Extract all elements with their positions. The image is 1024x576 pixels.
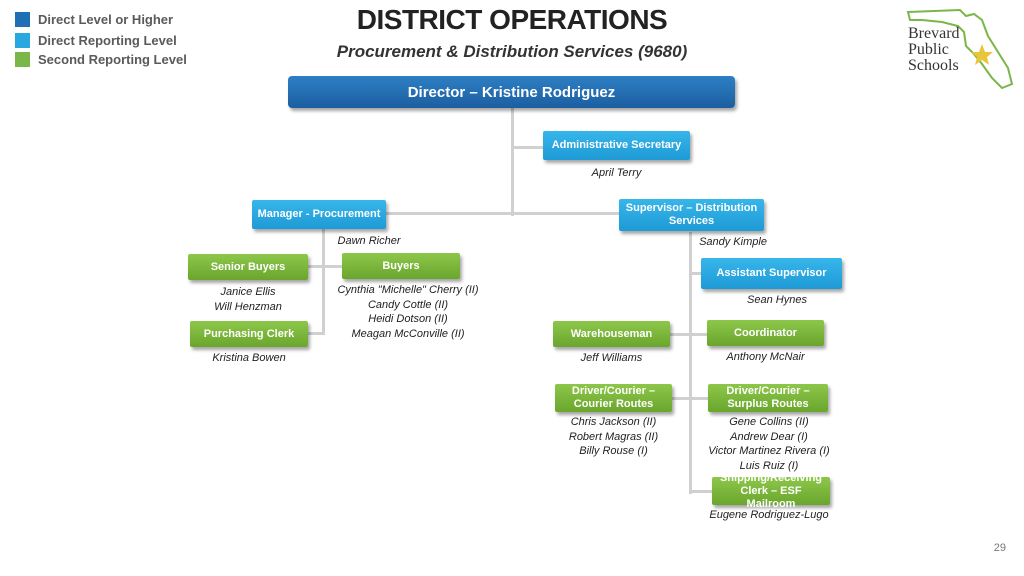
brevard-logo: Brevard Public Schools xyxy=(902,6,1018,92)
buyers-box: Buyers xyxy=(342,253,460,279)
purchasing-clerk-name: Kristina Bowen xyxy=(212,352,286,364)
person-name: Victor Martinez Rivera (I) xyxy=(708,445,830,457)
person-name: Robert Magras (II) xyxy=(568,430,659,443)
admin-secretary-name: April Terry xyxy=(591,167,642,179)
connector-line xyxy=(386,212,620,215)
senior-buyers-box: Senior Buyers xyxy=(188,254,308,280)
driver-courier-routes-box: Driver/Courier – Courier Routes xyxy=(555,384,672,412)
legend-swatch xyxy=(15,11,30,27)
person-name: Billy Rouse (I) xyxy=(579,445,648,457)
person-name: Luis Ruiz (I) xyxy=(739,459,799,472)
connector-line xyxy=(308,332,324,335)
person-name: Meagan McConville (II) xyxy=(351,327,465,340)
driver-surplus-names: Gene Collins (II) Andrew Dear (I) Victor… xyxy=(698,415,840,473)
legend-item-second-reporting: Second Reporting Level xyxy=(15,51,187,67)
connector-line xyxy=(511,146,545,149)
legend-label: Direct Reporting Level xyxy=(38,32,177,48)
warehouseman-name: Jeff Williams xyxy=(580,352,643,364)
connector-line xyxy=(689,490,713,493)
manager-procurement-box: Manager - Procurement xyxy=(252,200,386,229)
logo-text: Schools xyxy=(908,57,959,74)
driver-surplus-routes-box: Driver/Courier – Surplus Routes xyxy=(708,384,828,412)
person-name: Chris Jackson (II) xyxy=(570,416,657,428)
person-name: Andrew Dear (I) xyxy=(730,430,808,443)
supervisor-distribution-name: Sandy Kimple xyxy=(699,236,767,248)
connector-line xyxy=(689,272,701,275)
legend-swatch xyxy=(15,51,30,67)
person-name: Cynthia "Michelle" Cherry (II) xyxy=(337,284,479,296)
admin-secretary-box: Administrative Secretary xyxy=(543,131,690,160)
legend-label: Second Reporting Level xyxy=(38,51,187,67)
logo-text: Brevard xyxy=(908,25,960,42)
coordinator-box: Coordinator xyxy=(707,320,824,346)
connector-line xyxy=(322,228,325,335)
coordinator-name: Anthony McNair xyxy=(726,351,805,363)
senior-buyers-names: Janice Ellis Will Henzman xyxy=(188,285,308,314)
connector-line xyxy=(672,397,708,400)
page-title: DISTRICT OPERATIONS xyxy=(356,4,668,35)
manager-procurement-name: Dawn Richer xyxy=(337,235,401,247)
shipping-receiving-name: Eugene Rodriguez-Lugo xyxy=(709,509,829,521)
legend-swatch xyxy=(15,32,30,48)
connector-line xyxy=(670,333,708,336)
florida-outline-icon xyxy=(906,8,1014,90)
person-name: Gene Collins (II) xyxy=(729,416,809,428)
legend-item-direct-level: Direct Level or Higher xyxy=(15,11,173,27)
shipping-receiving-box: Shipping/Receiving Clerk – ESF Mailroom xyxy=(712,472,830,510)
buyers-names: Cynthia "Michelle" Cherry (II) Candy Cot… xyxy=(323,283,493,341)
page-subtitle: Procurement & Distribution Services (968… xyxy=(336,42,688,61)
person-name: Candy Cottle (II) xyxy=(367,298,449,311)
assistant-supervisor-name: Sean Hynes xyxy=(747,294,807,306)
supervisor-distribution-box: Supervisor – Distribution Services xyxy=(619,199,764,231)
person-name: Will Henzman xyxy=(214,300,282,313)
driver-courier-names: Chris Jackson (II) Robert Magras (II) Bi… xyxy=(545,415,682,459)
assistant-supervisor-box: Assistant Supervisor xyxy=(701,258,842,289)
director-box: Director – Kristine Rodriguez xyxy=(288,76,735,108)
purchasing-clerk-box: Purchasing Clerk xyxy=(190,321,308,347)
page-number: 29 xyxy=(993,542,1006,554)
warehouseman-box: Warehouseman xyxy=(553,321,670,347)
connector-line xyxy=(511,108,514,216)
person-name: Janice Ellis xyxy=(220,286,276,298)
connector-line xyxy=(308,265,344,268)
legend-item-direct-reporting: Direct Reporting Level xyxy=(15,32,177,48)
connector-line xyxy=(689,232,692,494)
person-name: Heidi Dotson (II) xyxy=(368,313,448,325)
logo-text: Public xyxy=(908,41,949,58)
legend-label: Direct Level or Higher xyxy=(38,11,174,27)
